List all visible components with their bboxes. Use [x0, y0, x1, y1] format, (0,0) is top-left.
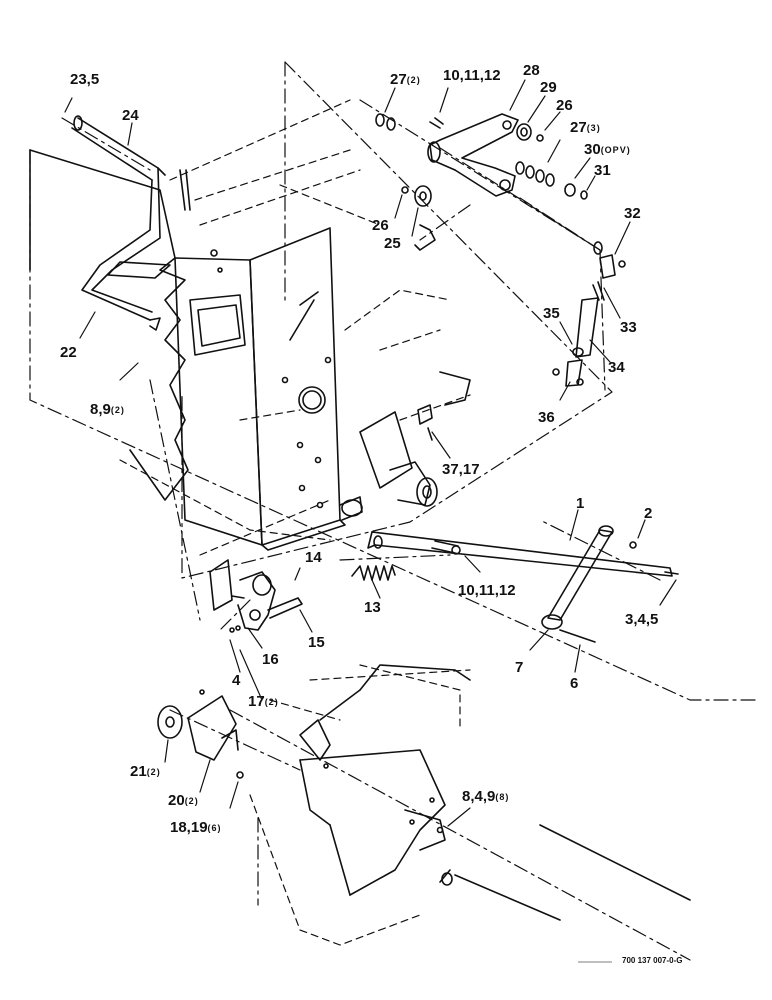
callout-10-11-12-lower: 10,11,12 [458, 582, 516, 599]
callout-4: 4 [232, 672, 241, 689]
callout-3-4-5: 3,4,5 [625, 611, 659, 628]
callout-24: 24 [122, 107, 139, 124]
callout-22: 22 [60, 344, 77, 361]
turnbuckle-assembly [552, 241, 626, 387]
callout-25: 25 [384, 235, 401, 252]
callout-8-9: 8,9(2) [90, 401, 125, 418]
lower-bracket [157, 689, 244, 779]
callout-13: 13 [364, 599, 381, 616]
lower-chute [299, 664, 471, 896]
drawing-number: 700 137 007-0-G [622, 956, 683, 965]
phantom-lines [29, 61, 761, 961]
callout-27-right: 27(3) [570, 119, 601, 136]
bearing-bracket [339, 371, 471, 521]
callout-30: 30(OPV) [584, 141, 631, 158]
callout-17: 17(2) [248, 693, 279, 710]
callout-6: 6 [570, 675, 579, 692]
callout-20: 20(2) [168, 792, 199, 809]
callout-26-lower: 26 [372, 217, 389, 234]
upper-pivot-assembly [375, 113, 588, 251]
handle-assembly [71, 115, 191, 331]
callout-32: 32 [624, 205, 641, 222]
callout-29: 29 [540, 79, 557, 96]
frame-upright [174, 227, 346, 551]
callout-2: 2 [644, 505, 653, 522]
callout-28: 28 [523, 62, 540, 79]
callout-26-upper: 26 [556, 97, 573, 114]
callout-18-19: 18,19(6) [170, 819, 222, 836]
hidden-lines [119, 99, 471, 946]
callout-16: 16 [262, 651, 279, 668]
callout-37-17: 37,17 [442, 461, 480, 478]
callout-7: 7 [515, 659, 524, 676]
left-panel [29, 149, 189, 501]
lower-right-shaft [436, 824, 691, 921]
callout-36: 36 [538, 409, 555, 426]
leader-lines [64, 79, 677, 827]
callout-27-upper: 27(2) [390, 71, 421, 88]
callout-10-11-12-upper: 10,11,12 [443, 67, 501, 84]
callout-15: 15 [308, 634, 325, 651]
lever-arm [367, 525, 679, 643]
bell-crank [209, 559, 303, 633]
callout-1: 1 [576, 495, 585, 512]
spring [351, 565, 396, 581]
callout-21: 21(2) [130, 763, 161, 780]
callout-14: 14 [305, 549, 322, 566]
callout-33: 33 [620, 319, 637, 336]
callout-34: 34 [608, 359, 625, 376]
callout-35: 35 [543, 305, 560, 322]
callout-8-4-9: 8,4,9(8) [462, 788, 510, 805]
callout-23-5: 23,5 [70, 71, 100, 88]
callout-31: 31 [594, 162, 611, 179]
